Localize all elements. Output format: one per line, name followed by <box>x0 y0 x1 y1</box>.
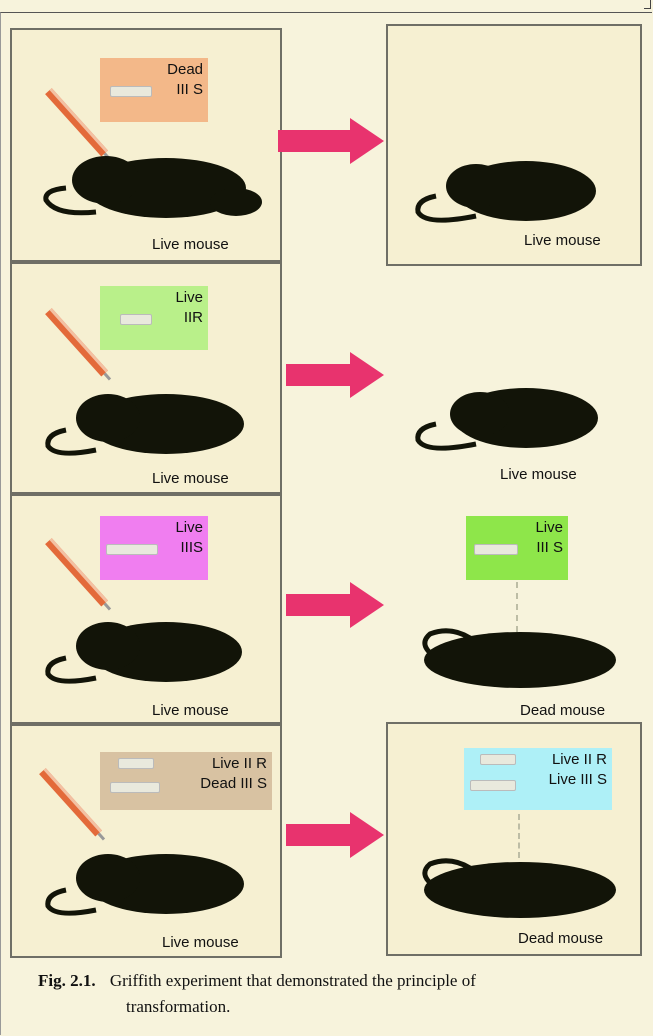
inject-label-4: Live II R Dead III S <box>100 752 272 810</box>
left-panel-4: Live II R Dead III S Live mouse <box>10 724 282 958</box>
page-frame <box>0 12 652 1035</box>
mouse-label: Dead mouse <box>520 702 606 719</box>
bacteria-pill <box>110 782 160 793</box>
inject-label-line: IIIS <box>180 539 203 556</box>
inject-label-1: Dead III S <box>100 58 208 122</box>
result-label-line: Live <box>535 519 563 536</box>
mouse-label: Dead mouse <box>518 930 604 947</box>
inject-label-line: Live II R <box>211 755 267 772</box>
result-label-3: Live III S <box>466 516 568 580</box>
mouse-icon <box>45 394 244 456</box>
inject-label-line: Live <box>175 289 203 306</box>
inject-label-3: Live IIIS <box>100 516 208 580</box>
bacteria-pill <box>120 314 152 325</box>
mouse-icon <box>415 388 598 451</box>
bacteria-pill <box>106 544 158 555</box>
inject-label-line: III S <box>176 81 203 98</box>
bacteria-pill <box>474 544 518 555</box>
arrow-right-icon <box>286 352 384 398</box>
bacteria-pill <box>118 758 154 769</box>
result-label-line: Live II R <box>551 751 607 768</box>
inject-label-line: Live <box>175 519 203 536</box>
inject-label-line: IIR <box>183 309 203 326</box>
bacteria-pill <box>480 754 516 765</box>
syringe-icon <box>45 308 112 381</box>
dashed-line <box>516 582 518 632</box>
page-corner-mark <box>644 0 651 9</box>
arrow-right-icon <box>286 812 384 858</box>
syringe-icon <box>39 768 106 841</box>
mouse-icon <box>43 156 262 218</box>
mouse-label: Live mouse <box>524 232 601 249</box>
mouse-icon <box>415 161 596 223</box>
result-label-line: III S <box>536 539 563 556</box>
mouse-label: Live mouse <box>152 702 229 719</box>
mouse-label: Live mouse <box>162 934 239 951</box>
left-panel-1: Dead III S Live mouse <box>10 28 282 262</box>
result-label-4: Live II R Live III S <box>464 748 612 810</box>
mouse-label: Live mouse <box>152 470 229 487</box>
right-panel-4: Live II R Live III S Dead mouse <box>386 722 642 956</box>
left-panel-3: Live IIIS Live mouse <box>10 494 282 724</box>
syringe-icon <box>45 538 112 611</box>
mouse-icon <box>422 858 616 918</box>
mouse-icon <box>45 622 242 684</box>
bacteria-pill <box>110 86 152 97</box>
bacteria-pill <box>470 780 516 791</box>
inject-label-line: Dead <box>167 61 203 78</box>
mouse-icon <box>45 854 244 916</box>
right-panel-3: Live III S Dead mouse <box>386 494 642 724</box>
right-panel-2: Live mouse <box>386 264 642 494</box>
dashed-line <box>518 814 520 858</box>
mouse-icon <box>422 628 616 688</box>
arrow-right-icon <box>286 582 384 628</box>
caption-line: transformation. <box>126 997 231 1016</box>
figure-caption: Fig. 2.1. Griffith experiment that demon… <box>38 968 653 1020</box>
right-panel-1: Live mouse <box>386 24 642 266</box>
left-panel-2: Live IIR Live mouse <box>10 262 282 494</box>
mouse-label: Live mouse <box>500 466 577 483</box>
inject-label-line: Dead III S <box>200 775 267 792</box>
mouse-label: Live mouse <box>152 236 229 253</box>
caption-line: Griffith experiment that demonstrated th… <box>109 971 476 990</box>
result-label-line: Live III S <box>548 771 607 788</box>
inject-label-2: Live IIR <box>100 286 208 350</box>
figure-number: Fig. 2.1. <box>38 971 96 990</box>
arrow-right-icon <box>278 118 384 164</box>
